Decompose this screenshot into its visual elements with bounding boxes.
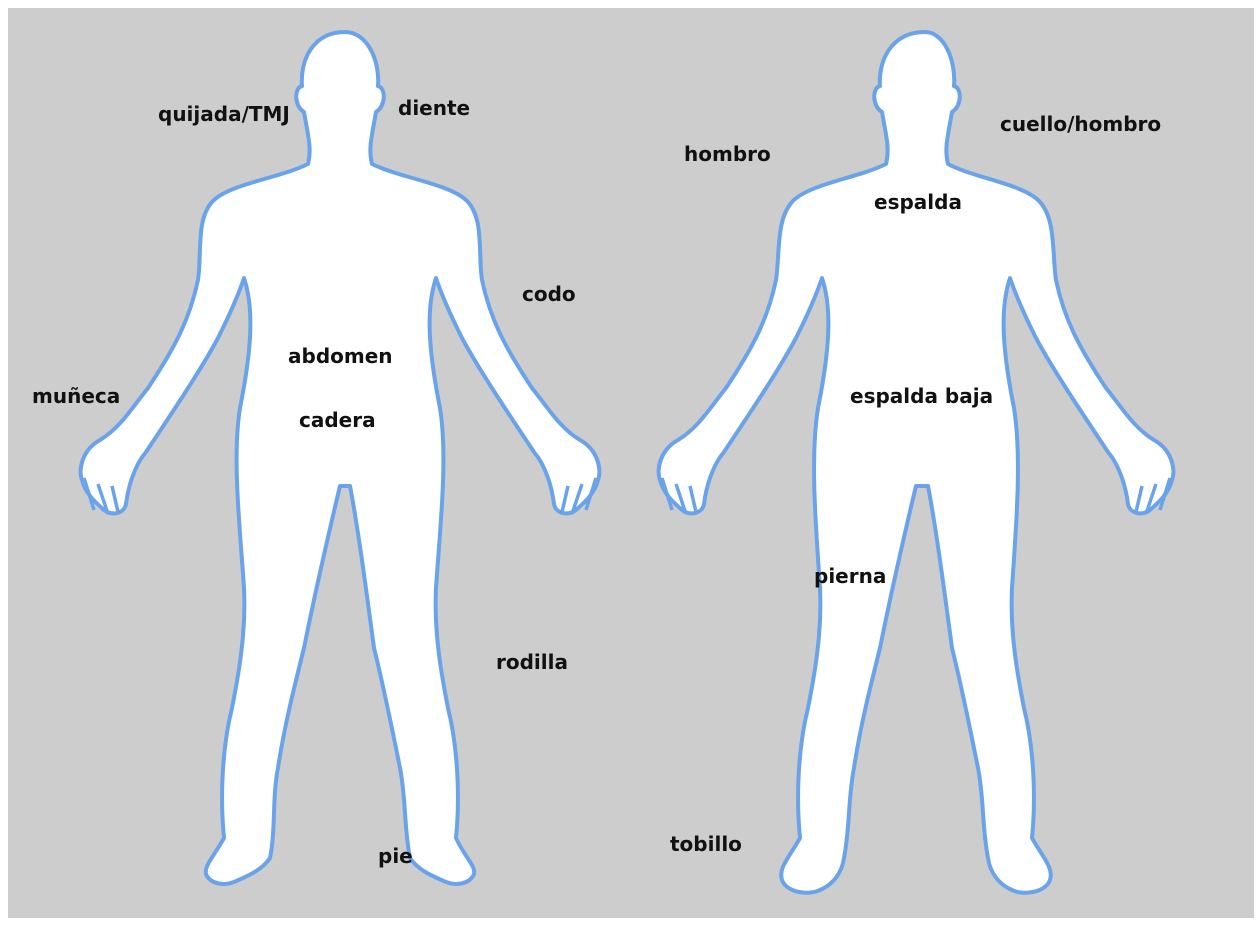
label-knee: rodilla: [496, 652, 568, 672]
label-lower-back: espalda baja: [850, 386, 993, 406]
label-leg: pierna: [814, 566, 886, 586]
front-figure: [81, 32, 600, 884]
front-body-outline: [81, 32, 600, 884]
body-figures: [8, 8, 1254, 918]
label-wrist: muñeca: [32, 386, 120, 406]
label-hip: cadera: [299, 410, 376, 430]
label-back: espalda: [874, 192, 962, 212]
label-elbow: codo: [522, 284, 576, 304]
label-foot: pie: [378, 846, 413, 866]
label-tooth: diente: [398, 98, 470, 118]
label-shoulder: hombro: [684, 144, 771, 164]
label-jaw: quijada/TMJ: [158, 104, 290, 124]
label-neck-shoulder: cuello/hombro: [1000, 114, 1161, 134]
label-ankle: tobillo: [670, 834, 742, 854]
body-diagram: quijada/TMJ diente codo abdomen muñeca c…: [8, 8, 1254, 918]
label-abdomen: abdomen: [288, 346, 393, 366]
